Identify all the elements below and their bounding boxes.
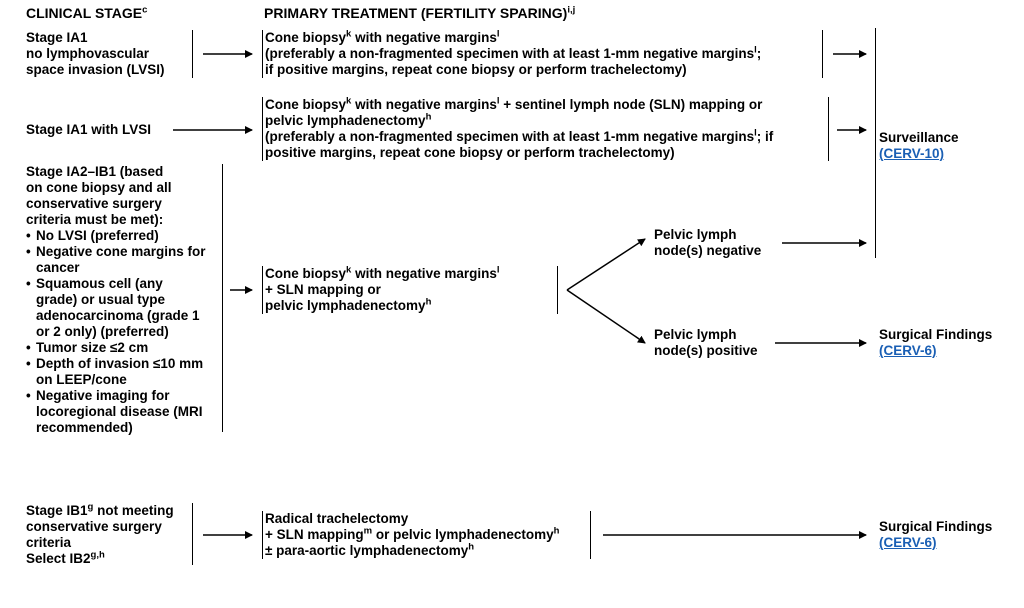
surveillance-collector-line (875, 28, 876, 258)
treatment-cone-biopsy-row1: Cone biopsyk with negative marginsl (pre… (265, 28, 762, 77)
surveillance-outcome: Surveillance (CERV-10) (879, 130, 959, 161)
row3-stage-bracket (222, 164, 223, 432)
treatment-cone-biopsy-row3: Cone biopsyk with negative marginsl + SL… (265, 264, 500, 313)
row4-treatment-left-bracket (262, 511, 263, 559)
row1-stage-bracket (192, 30, 193, 78)
clinical-stage-header: CLINICAL STAGEc (26, 4, 148, 21)
cerv-6-link-row4[interactable]: (CERV-6) (879, 535, 937, 550)
surgical-findings-row3: Surgical Findings (CERV-6) (879, 327, 993, 358)
treatment-radical-trachelectomy: Radical trachelectomy + SLN mappingm or … (265, 511, 560, 558)
arrow-to-nodes-negative (566, 238, 646, 291)
row2-treatment-right-bracket (828, 97, 829, 161)
criteria-list: No LVSI (preferred) Negative cone margin… (26, 228, 206, 436)
cerv-6-link-row3[interactable]: (CERV-6) (879, 343, 937, 358)
surgical-findings-row4: Surgical Findings (CERV-6) (879, 519, 993, 550)
stage-ia2-ib1-criteria: Stage IA2–IB1 (based on cone biopsy and … (26, 164, 206, 436)
cerv-10-link[interactable]: (CERV-10) (879, 146, 945, 161)
row4-treatment-right-bracket (590, 511, 591, 559)
arrow-to-nodes-positive (566, 289, 646, 344)
row3-treatment-right-bracket (557, 266, 558, 314)
row4-stage-bracket (192, 503, 193, 565)
stage-ia1-no-lvsi: Stage IA1 no lymphovascular space invasi… (26, 30, 165, 77)
stage-ib1-not-meeting-criteria: Stage IB1g not meeting conservative surg… (26, 501, 174, 566)
row2-treatment-left-bracket (262, 97, 263, 161)
pelvic-nodes-positive: Pelvic lymph node(s) positive (654, 327, 758, 358)
treatment-cone-biopsy-row2: Cone biopsyk with negative marginsl + se… (265, 95, 774, 160)
row3-treatment-left-bracket (262, 266, 263, 314)
row1-treatment-right-bracket (822, 30, 823, 78)
criterion-no-lvsi: No LVSI (preferred) (26, 228, 206, 244)
criterion-tumor-size: Tumor size ≤2 cm (26, 340, 206, 356)
pelvic-nodes-negative: Pelvic lymph node(s) negative (654, 227, 762, 258)
primary-treatment-header: PRIMARY TREATMENT (FERTILITY SPARING)i,j (264, 4, 576, 21)
stage-ia1-with-lvsi: Stage IA1 with LVSI (26, 122, 152, 137)
row1-treatment-left-bracket (262, 30, 263, 78)
